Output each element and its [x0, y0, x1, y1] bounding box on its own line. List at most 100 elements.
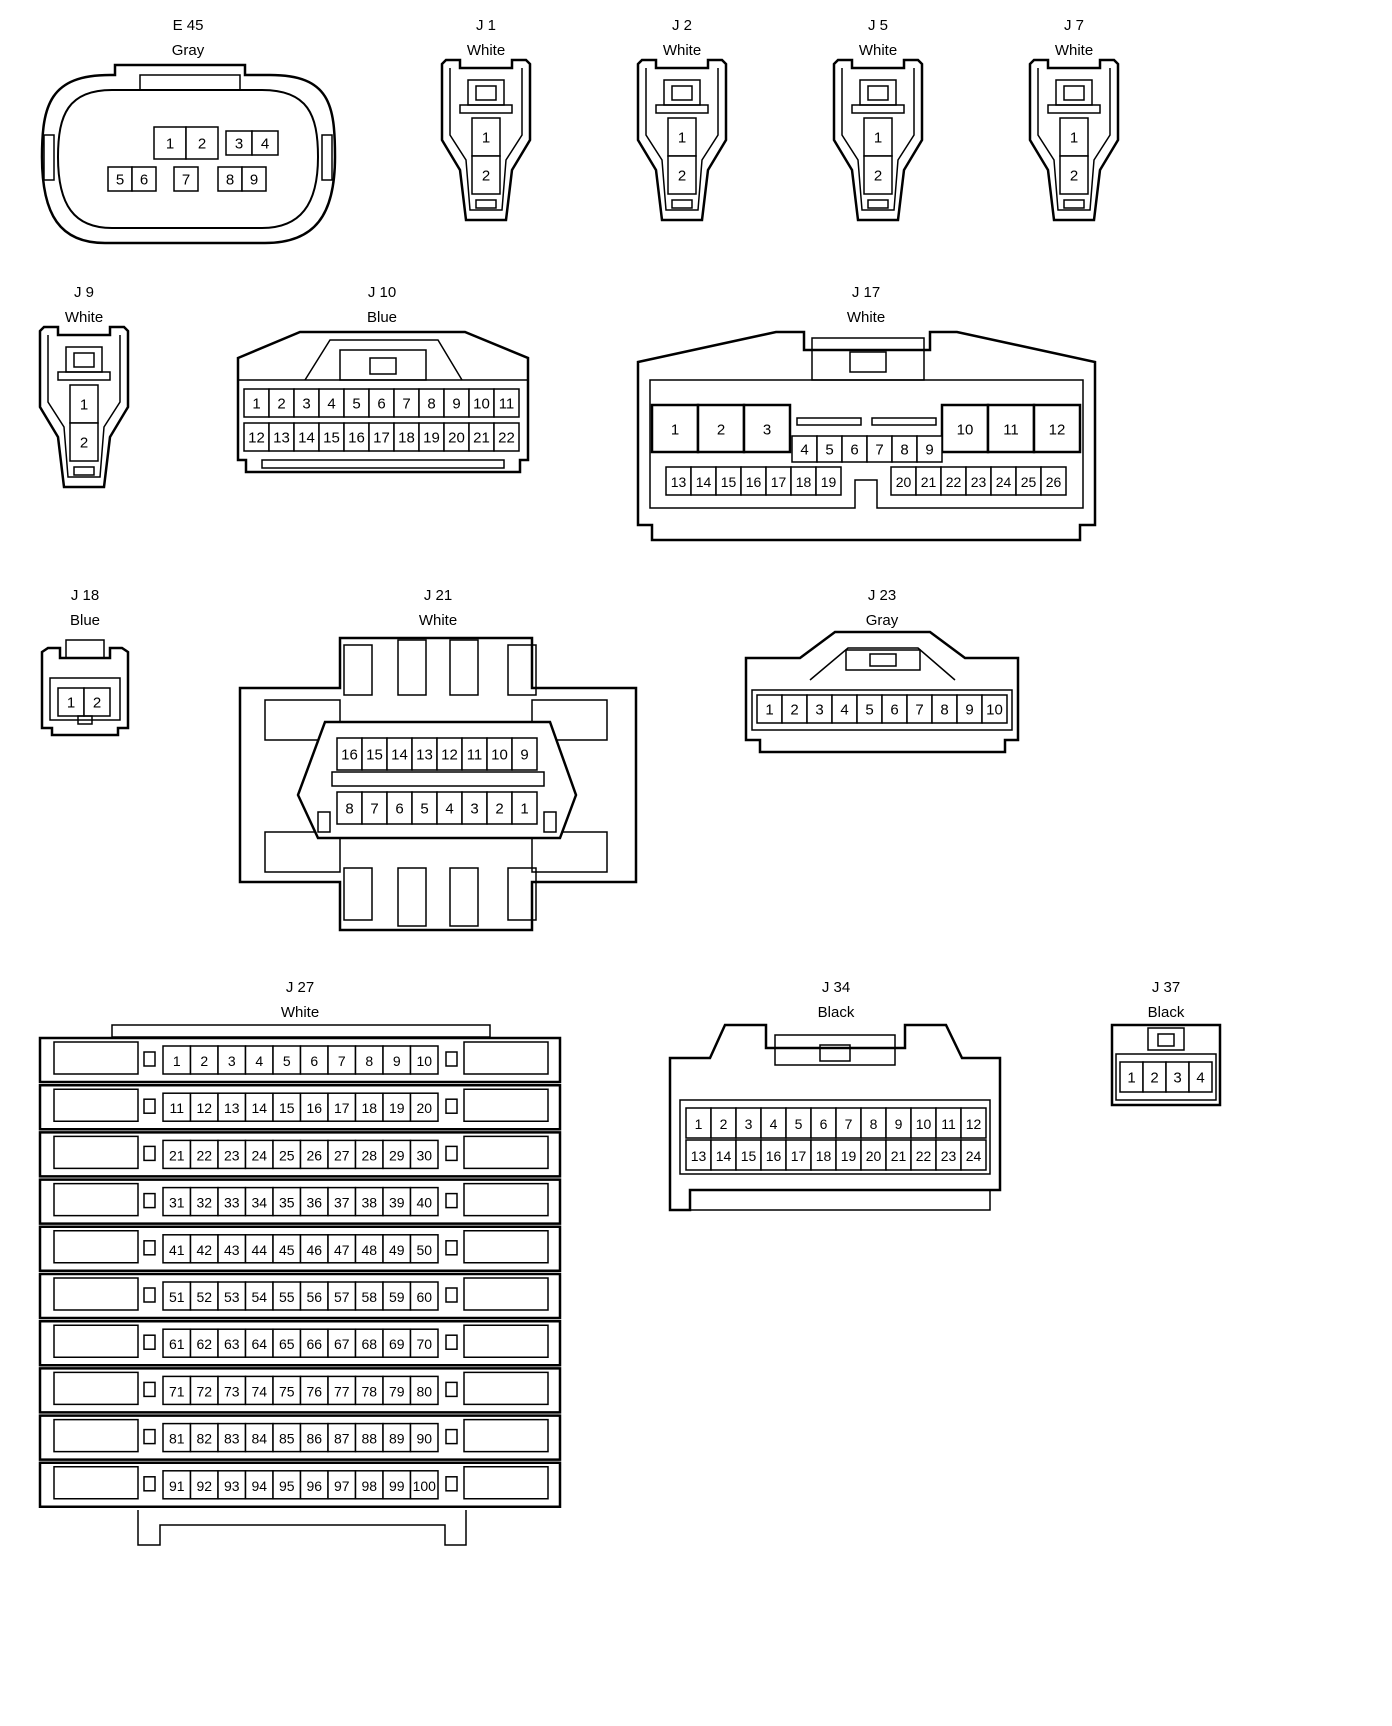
pin-label: 3 — [235, 136, 243, 153]
pin: 79 — [382, 1375, 412, 1406]
pin-label: 27 — [334, 1147, 350, 1163]
pin: 13 — [217, 1092, 247, 1122]
pin-label: 23 — [941, 1148, 957, 1164]
pin: 6 — [368, 388, 395, 418]
pin: 95 — [272, 1470, 302, 1500]
pin: 2 — [486, 791, 513, 825]
pin-label: 66 — [306, 1336, 322, 1352]
pin-label: 19 — [841, 1148, 857, 1164]
pin: 20 — [890, 466, 917, 496]
pin: 18 — [393, 422, 420, 452]
connector-color: White — [467, 42, 505, 59]
pin: 12 — [960, 1107, 987, 1139]
pin: 49 — [382, 1234, 412, 1264]
pin: 2 — [185, 126, 219, 160]
pin: 10 — [910, 1107, 937, 1139]
pin: 4 — [244, 1045, 274, 1075]
pin-label: 90 — [416, 1431, 432, 1447]
pin-label: 86 — [306, 1431, 322, 1447]
pin: 57 — [327, 1281, 357, 1311]
pin-label: 68 — [361, 1336, 377, 1352]
pin-label: 26 — [1046, 474, 1062, 490]
pin: 19 — [815, 466, 842, 496]
pin-label: 62 — [196, 1336, 212, 1352]
pin-label: 11 — [169, 1100, 184, 1116]
pin-label: 79 — [389, 1383, 405, 1399]
pin: 3 — [225, 130, 253, 156]
pin: 7 — [393, 388, 420, 418]
pin-label: 15 — [279, 1100, 295, 1116]
pin-label: 18 — [816, 1148, 832, 1164]
pin-label: 98 — [361, 1478, 377, 1494]
pin-label: 94 — [251, 1478, 267, 1494]
pin-label: 3 — [302, 396, 310, 413]
connector-color: White — [419, 612, 457, 629]
pin: 26 — [1040, 466, 1067, 496]
pin: 88 — [354, 1422, 384, 1453]
pin-label: 21 — [473, 430, 490, 447]
pin: 17 — [785, 1139, 812, 1171]
pin: 53 — [217, 1281, 247, 1311]
pin: 89 — [382, 1422, 412, 1453]
pin: 14 — [690, 466, 717, 496]
pin-label: 25 — [279, 1147, 295, 1163]
pin-label: 42 — [196, 1242, 212, 1258]
pin: 1 — [153, 126, 187, 160]
pin-label: 16 — [746, 474, 762, 490]
pin: 82 — [189, 1422, 219, 1453]
connector-color: White — [1055, 42, 1093, 59]
pin: 67 — [327, 1328, 357, 1358]
pin-label: 99 — [389, 1478, 405, 1494]
connector-id: J 10 — [368, 284, 396, 301]
pin-label: 3 — [470, 801, 478, 818]
pin-label: 1 — [874, 130, 882, 147]
pin: 2 — [710, 1107, 737, 1139]
pin: 16 — [336, 737, 363, 771]
pin: 15 — [318, 422, 345, 452]
pin-label: 8 — [365, 1053, 373, 1069]
pin-label: 77 — [334, 1383, 350, 1399]
pin-label: 78 — [361, 1383, 377, 1399]
pin-label: 2 — [80, 435, 88, 452]
pin: 8 — [354, 1045, 384, 1075]
pin: 21 — [885, 1139, 912, 1171]
pin: 36 — [299, 1186, 329, 1217]
pin: 8 — [891, 435, 918, 463]
pin-label: 84 — [251, 1431, 267, 1447]
pin-label: 57 — [334, 1289, 350, 1305]
pin: 3 — [217, 1045, 247, 1075]
pin-label: 20 — [896, 474, 912, 490]
pin-label: 9 — [965, 702, 973, 719]
pin-label: 63 — [224, 1336, 240, 1352]
pin-label: 54 — [251, 1289, 267, 1305]
pin: 51 — [162, 1281, 192, 1311]
pin-label: 67 — [334, 1336, 350, 1352]
pin: 10 — [486, 737, 513, 771]
pin: 100 — [409, 1470, 439, 1500]
pin-label: 22 — [498, 430, 515, 447]
pin: 8 — [418, 388, 445, 418]
pin-label: 95 — [279, 1478, 295, 1494]
pin-label: 1 — [671, 422, 679, 439]
pin: 76 — [299, 1375, 329, 1406]
pin: 6 — [299, 1045, 329, 1075]
pin-label: 12 — [441, 747, 458, 764]
pin-label: 9 — [393, 1053, 401, 1069]
pin: 3 — [461, 791, 488, 825]
pin-label: 2 — [720, 1116, 728, 1132]
pin-label: 4 — [255, 1053, 263, 1069]
pin-label: 92 — [196, 1478, 212, 1494]
pin-label: 60 — [416, 1289, 432, 1305]
pin: 12 — [189, 1092, 219, 1122]
pin-label: 19 — [423, 430, 440, 447]
pin: 5 — [816, 435, 843, 463]
pin-label: 1 — [67, 695, 75, 712]
pin-label: 1 — [173, 1053, 181, 1069]
pin: 3 — [735, 1107, 762, 1139]
connector-id: J 17 — [852, 284, 880, 301]
pin: 24 — [990, 466, 1017, 496]
